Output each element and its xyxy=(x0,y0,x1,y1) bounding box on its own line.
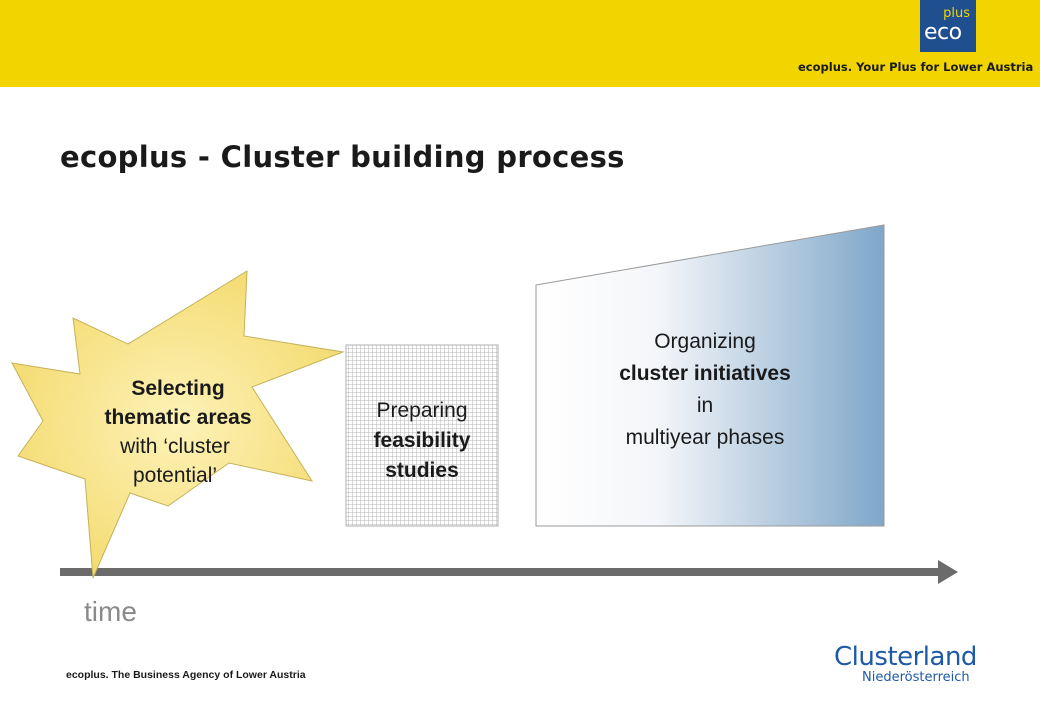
selecting-burst xyxy=(11,270,345,579)
selecting-line-2: thematic areas xyxy=(104,406,252,429)
organizing-line-2: cluster initiatives xyxy=(619,362,791,385)
clusterland-logo: Clusterland xyxy=(834,642,977,672)
header-tagline: ecoplus. Your Plus for Lower Austria xyxy=(798,60,1034,74)
footer-text: ecoplus. The Business Agency of Lower Au… xyxy=(66,669,306,681)
logo-sup-text: plus xyxy=(943,6,970,21)
selecting-line-3: with ‘cluster xyxy=(120,435,230,458)
organizing-shape xyxy=(535,224,885,527)
preparing-box xyxy=(345,344,499,527)
clusterland-region: Niederösterreich xyxy=(862,670,970,685)
selecting-line-1: Selecting xyxy=(131,377,225,400)
organizing-line-3: in xyxy=(696,394,714,417)
logo-main-text: eco xyxy=(924,20,962,45)
organizing-label: Organizing cluster initiatives in multiy… xyxy=(560,326,850,454)
time-arrow xyxy=(60,560,958,584)
ecoplus-logo: plus eco xyxy=(920,0,976,52)
preparing-line-3: studies xyxy=(385,459,459,482)
page-title: ecoplus - Cluster building process xyxy=(60,140,625,174)
preparing-label: Preparing feasibility studies xyxy=(344,396,500,486)
selecting-label: Selecting thematic areas with ‘cluster p… xyxy=(60,374,296,490)
header-bar xyxy=(0,0,1040,87)
organizing-line-1: Organizing xyxy=(654,330,756,353)
preparing-line-2: feasibility xyxy=(373,429,471,452)
organizing-line-4: multiyear phases xyxy=(625,426,785,449)
selecting-line-4: potential’ xyxy=(132,464,218,487)
time-axis-label: time xyxy=(84,596,137,627)
preparing-line-1: Preparing xyxy=(376,399,468,422)
